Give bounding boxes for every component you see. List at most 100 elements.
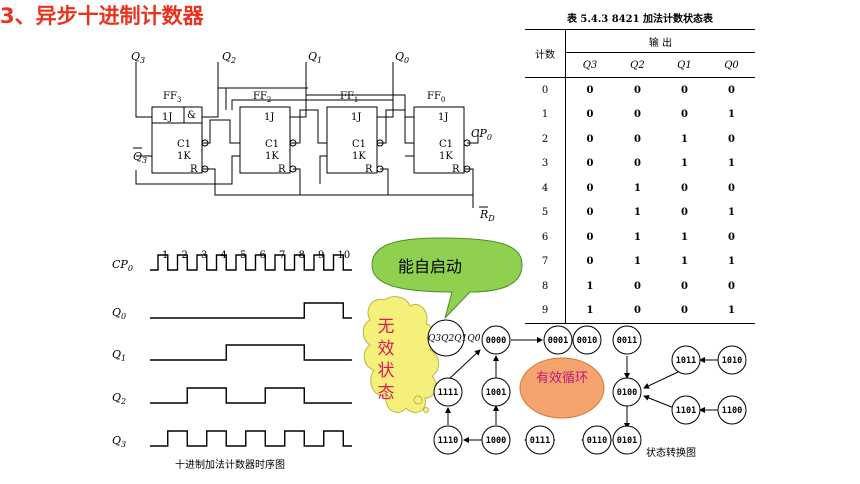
q-cell: 1: [633, 207, 641, 219]
svg-text:1J: 1J: [438, 112, 448, 123]
table-caption: 表 5.4.3 8421 加法计数状态表: [566, 14, 714, 25]
svg-text:R: R: [190, 164, 198, 175]
q-cell: 0: [586, 231, 594, 243]
svg-text:1000: 1000: [486, 436, 506, 446]
legend-circle: [427, 319, 465, 357]
svg-text:1J: 1J: [264, 112, 274, 123]
q-cell: 0: [586, 256, 594, 268]
svg-text:1010: 1010: [722, 356, 742, 366]
state-node-0001: 0001: [543, 325, 573, 355]
state-table: 表 5.4.3 8421 加法计数状态表 计数 输 出 Q3 Q2 Q1 Q0 …: [525, 10, 755, 324]
count-cell: 7: [525, 249, 566, 274]
q-cell: 0: [680, 182, 688, 194]
signal-label-q3: Q3: [112, 434, 126, 449]
timing-caption: 十进制加法计数器时序图: [175, 458, 285, 471]
svg-text:0111: 0111: [530, 436, 550, 446]
q-cell: 0: [633, 133, 641, 145]
svg-text:1J: 1J: [162, 112, 172, 123]
svg-text:0011: 0011: [617, 336, 637, 346]
q-cell: 0: [680, 84, 688, 96]
state-node-0110: 0110: [582, 425, 612, 455]
svg-text:0000: 0000: [486, 336, 506, 346]
signal-label-cp0: CP0: [112, 258, 133, 273]
svg-text:1001: 1001: [486, 388, 506, 398]
q-cell: 1: [728, 305, 735, 317]
q1-wave: [150, 387, 352, 404]
q-cell: 0: [680, 280, 688, 292]
state-node-1010: 1010: [717, 345, 747, 375]
svg-text:0101: 0101: [617, 436, 637, 446]
q3bar-label: Q3: [133, 150, 147, 165]
col-count: 计数: [525, 29, 566, 78]
q-cell: 0: [633, 305, 641, 317]
q-cell: 0: [728, 231, 735, 243]
ff0: FF0 1J C1 1K R: [427, 91, 460, 175]
count-cell: 0: [525, 77, 566, 103]
head-q0: Q0: [724, 59, 739, 71]
slide-title: 3、异步十进制计数器: [0, 4, 204, 28]
state-node-0111: 0111: [525, 425, 555, 455]
count-cell: 4: [525, 176, 566, 201]
svg-text:1J: 1J: [351, 112, 361, 123]
svg-text:0010: 0010: [577, 336, 597, 346]
q-cell: 1: [728, 109, 735, 121]
q-cell: 1: [728, 207, 735, 219]
state-node-0000: 0000: [481, 325, 511, 355]
callout-text: 能自启动: [398, 257, 463, 276]
state-node-1100: 1100: [717, 395, 747, 425]
cp0-wave: [150, 254, 352, 271]
q0-label: Q0: [395, 50, 409, 65]
q-cell: 1: [680, 231, 688, 243]
q-cell: 0: [728, 182, 735, 194]
q-cell: 0: [633, 84, 641, 96]
q0-wave: [150, 430, 352, 447]
q-cell: 0: [586, 158, 594, 170]
legend-label: Q3Q2Q1Q0: [428, 334, 481, 344]
svg-text:FF0: FF0: [427, 91, 445, 104]
q-cell: 0: [633, 109, 641, 121]
q-cell: 1: [680, 158, 688, 170]
svg-text:FF3: FF3: [163, 91, 181, 104]
graph-caption: 状态转换图: [646, 446, 696, 459]
svg-text:1101: 1101: [676, 406, 696, 416]
svg-text:0001: 0001: [548, 336, 568, 346]
svg-text:&: &: [187, 110, 196, 121]
state-node-0100: 0100: [612, 377, 642, 407]
q-cell: 0: [586, 84, 594, 96]
ff3-box: [151, 106, 203, 174]
q-cell: 1: [728, 158, 735, 170]
count-cell: 1: [525, 102, 566, 127]
q-cell: 1: [633, 256, 641, 268]
svg-text:1111: 1111: [438, 388, 458, 398]
svg-text:R: R: [452, 164, 460, 175]
callout-bubble: [371, 237, 523, 319]
q-cell: 0: [586, 182, 594, 194]
q-cell: 1: [680, 256, 688, 268]
state-node-0101: 0101: [612, 425, 642, 455]
q-cell: 0: [633, 280, 641, 292]
count-cell: 6: [525, 225, 566, 250]
q-cell: 0: [633, 158, 641, 170]
head-q2: Q2: [630, 59, 645, 71]
svg-text:1011: 1011: [676, 356, 696, 366]
count-cell: 8: [525, 274, 566, 299]
invalid-state-label: 无效状态: [377, 317, 395, 403]
q-cell: 1: [728, 256, 735, 268]
ff1-box: [326, 106, 378, 174]
count-cell: 3: [525, 151, 566, 176]
ff2-box: [239, 106, 291, 174]
state-node-1111: 1111: [433, 377, 463, 407]
svg-text:1K: 1K: [352, 151, 366, 162]
q-cell: 0: [680, 305, 688, 317]
rd-label: RD: [479, 208, 495, 223]
q-cell: 0: [680, 207, 688, 219]
